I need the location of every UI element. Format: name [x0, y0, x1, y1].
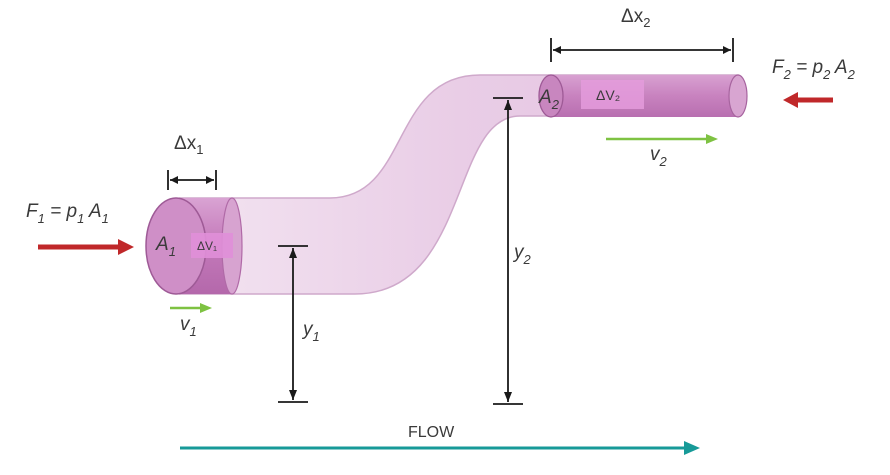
dv1-label: ΔV₁ — [197, 239, 217, 253]
velocity-arrow-v1-icon — [170, 303, 212, 313]
height-label-y2: y2 — [512, 242, 532, 267]
force-label-left: F1 = p1 A1 — [26, 201, 109, 226]
flow-label: FLOW — [408, 424, 455, 441]
dv2-box — [581, 80, 644, 109]
y2-height-marker — [493, 97, 523, 405]
force-label-right: F2 = p2 A2 — [772, 57, 856, 82]
velocity-label-v2: v2 — [650, 144, 668, 169]
force-arrow-left-icon — [38, 239, 134, 255]
dx1-label: Δx1 — [174, 133, 203, 157]
dx2-label: Δx2 — [621, 6, 650, 30]
height-label-y1: y1 — [301, 319, 320, 344]
y1-height-marker — [278, 245, 308, 403]
pipe-body — [179, 74, 739, 295]
area-label-a1: A1 — [155, 234, 176, 259]
dx1-dimension — [167, 170, 217, 190]
velocity-arrow-v2-icon — [606, 134, 718, 144]
area-label-a2: A2 — [538, 87, 560, 112]
force-arrow-right-icon — [783, 92, 833, 108]
dv2-label: ΔV₂ — [596, 87, 620, 103]
dv1-box — [191, 233, 233, 258]
flow-arrow-icon — [180, 441, 700, 455]
dx2-dimension — [550, 38, 734, 62]
velocity-label-v1: v1 — [180, 314, 197, 339]
right-cross-section — [538, 74, 564, 118]
